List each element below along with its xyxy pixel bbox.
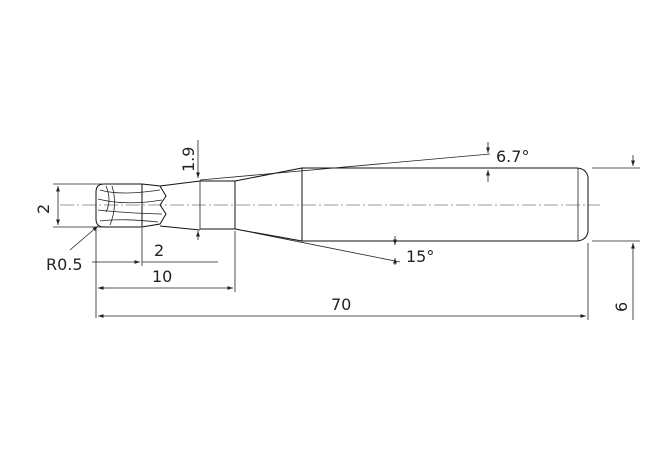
dim-taper-angle: 6.7° [199,142,529,182]
tool-outline [95,167,589,242]
dim-overall-length-label: 70 [331,295,351,314]
dim-flute-length: 2 [95,228,218,318]
dim-overall-length: 70 [98,243,589,320]
dim-neck-length-label: 10 [152,267,172,286]
dim-neck-diameter-label: 1.9 [179,147,198,172]
dim-shank-diameter: 6 [592,155,640,320]
dim-back-angle-label: 15° [406,247,434,266]
dim-taper-angle-label: 6.7° [496,147,529,166]
dim-neck-length: 10 [98,231,236,292]
dim-cutter-diameter: 2 [34,183,102,228]
dim-flute-length-label: 2 [154,241,164,260]
dim-back-angle: 15° [234,228,434,266]
dim-cutter-diameter-label: 2 [34,204,53,214]
dim-shank-diameter-label: 6 [612,302,631,312]
dim-corner-radius-label: R0.5 [46,255,83,274]
dim-corner-radius: R0.5 [46,225,100,274]
dim-neck-diameter: 1.9 [179,140,200,240]
